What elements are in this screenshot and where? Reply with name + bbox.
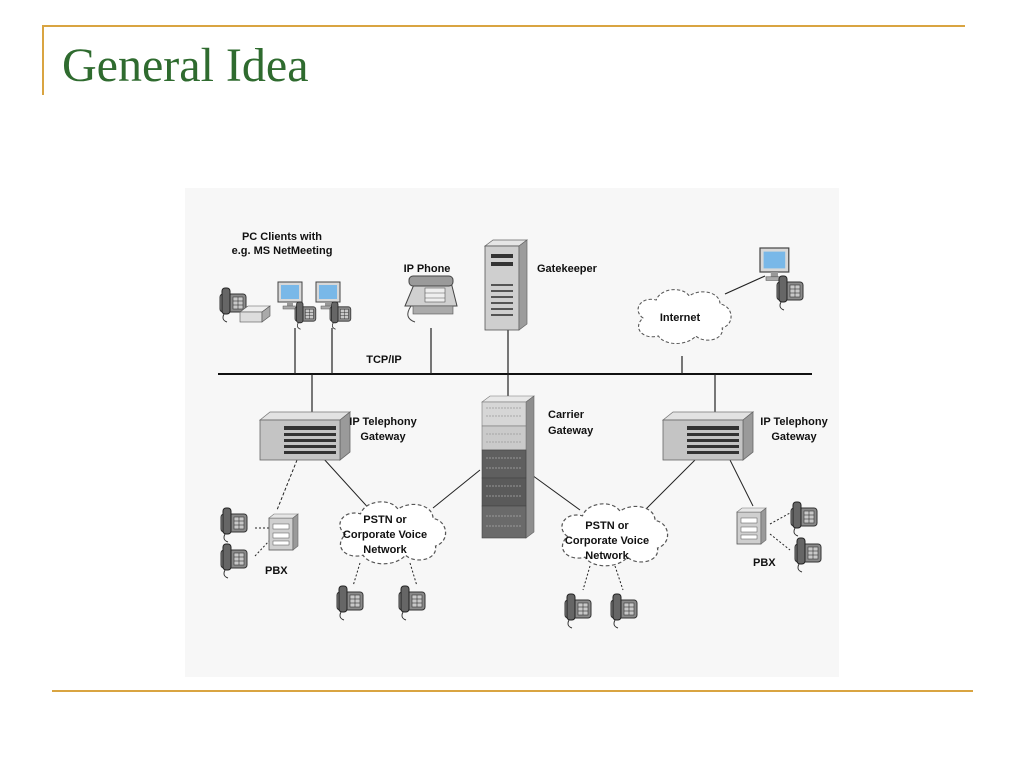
pstn-left-label: Network xyxy=(363,544,407,556)
pbx-right-label: PBX xyxy=(753,557,776,569)
pc-clients-label: PC Clients with xyxy=(242,231,322,243)
carrier-gateway-label: Gateway xyxy=(548,425,594,437)
pstn-right-phone-icon xyxy=(564,593,592,629)
pstn-left-phone-icon xyxy=(336,585,364,621)
carrier-gateway-label: Carrier xyxy=(548,409,585,421)
pbx-left-label: PBX xyxy=(265,565,288,577)
pstn-left-label: Corporate Voice xyxy=(343,529,427,541)
carrier-gateway-icon xyxy=(481,395,535,539)
pc-client-phone-icon xyxy=(294,301,317,330)
gatekeeper-label: Gatekeeper xyxy=(537,263,598,275)
pbx-right-phone-icon xyxy=(794,537,822,573)
pbx-right-phone-icon xyxy=(790,501,818,537)
pc-clients-label: e.g. MS NetMeeting xyxy=(232,245,333,257)
pstn-right-label: Corporate Voice xyxy=(565,535,649,547)
ip-telephony-gateway-right-icon xyxy=(662,411,754,461)
gateway-right-label: IP Telephony xyxy=(760,416,828,428)
pstn-right-label: Network xyxy=(585,550,629,562)
pbx-left-phone-icon xyxy=(220,507,248,543)
remote-pc-phone-icon xyxy=(776,275,804,311)
tcpip-label: TCP/IP xyxy=(366,354,401,366)
pbx-right-icon xyxy=(736,507,767,545)
pbx-left-icon xyxy=(268,513,299,551)
pstn-right-phone-icon xyxy=(610,593,638,629)
pbx-left-phone-icon xyxy=(220,543,248,579)
pstn-right-label: PSTN or xyxy=(585,520,629,532)
gateway-right-label: Gateway xyxy=(771,431,817,443)
network-diagram: PC Clients with e.g. MS NetMeeting IP Ph… xyxy=(185,188,839,677)
internet-label: Internet xyxy=(660,312,701,324)
bottom-rule xyxy=(52,690,973,692)
pc-client-modem-icon xyxy=(239,305,271,323)
gateway-left-label: IP Telephony xyxy=(349,416,417,428)
ip-phone-label: IP Phone xyxy=(404,263,451,275)
top-rule xyxy=(42,25,965,27)
pstn-left-label: PSTN or xyxy=(363,514,407,526)
gateway-left-label: Gateway xyxy=(360,431,406,443)
gatekeeper-server-icon xyxy=(483,239,529,331)
slide-title: General Idea xyxy=(62,39,309,92)
pstn-left-phone-icon xyxy=(398,585,426,621)
ip-phone-icon xyxy=(404,275,458,323)
left-rule xyxy=(42,25,44,95)
pc-client-phone-icon xyxy=(329,301,352,330)
ip-telephony-gateway-left-icon xyxy=(259,411,351,461)
